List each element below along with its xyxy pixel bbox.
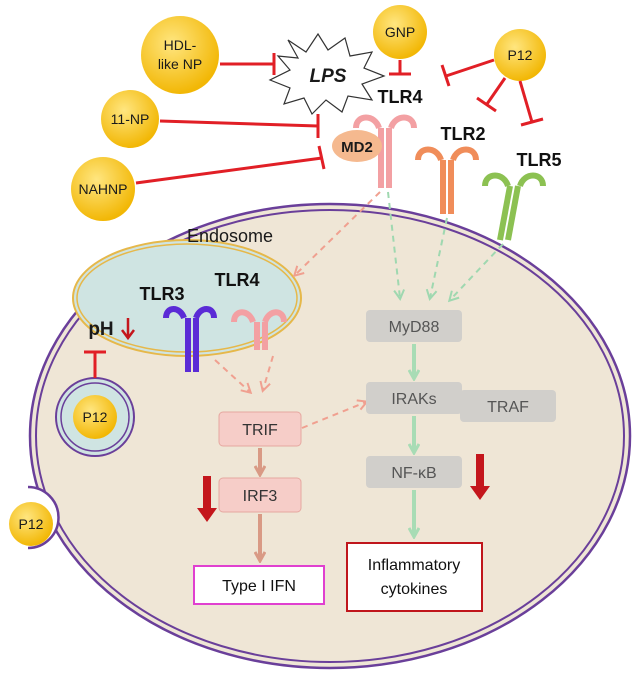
tlr3-label: TLR3 (140, 284, 185, 304)
nahnp-particle (71, 157, 135, 221)
arrow-tlr2-to-myd88 (430, 217, 448, 298)
iraks-label: IRAKs (391, 391, 436, 408)
arrow-tlr5-to-myd88 (450, 243, 504, 300)
trif-label: TRIF (242, 422, 278, 439)
tlr4-endosome-receptor (231, 309, 287, 350)
p12-membrane-label: P12 (19, 516, 44, 532)
p12-endosome-label: P12 (83, 409, 108, 425)
lps-label: LPS (310, 66, 347, 87)
hdl-np-label-line2: like NP (158, 56, 202, 72)
irf3-box (218, 477, 302, 513)
gnp-label: GNP (385, 24, 415, 40)
cytokines-box (346, 542, 483, 612)
endosome-label: Endosome (187, 226, 273, 246)
inhibit-nahnp-md2 (135, 145, 326, 185)
arrow-tlr3-to-trif (214, 359, 250, 392)
tlr2-receptor (415, 146, 479, 214)
nahnp-label: NAHNP (78, 181, 127, 197)
tlr4-surface-receptor (353, 114, 417, 188)
type1-ifn-label: Type I IFN (222, 578, 296, 595)
inhibit-p12-tlr4 (440, 58, 495, 87)
ph-label: pH (88, 319, 113, 340)
inhibit-gnp-tlr4 (389, 60, 411, 76)
np11-label: 11-NP (111, 111, 150, 127)
ph-down-arrow (121, 318, 135, 341)
tlr5-label: TLR5 (517, 150, 562, 170)
trif-box (218, 411, 302, 447)
tlr2-label: TLR2 (441, 124, 486, 144)
arrow-trif-to-iraks (301, 402, 366, 429)
tlr4-endosome-label: TLR4 (215, 270, 260, 290)
iraks-box (366, 382, 462, 414)
tlr4-surface-label: TLR4 (378, 87, 423, 107)
myd88-label: MyD88 (389, 319, 440, 336)
inhibit-p12-tlr2 (476, 77, 507, 113)
cytokines-label-line2: cytokines (381, 581, 448, 598)
md2-label: MD2 (341, 139, 373, 156)
myd88-box (366, 310, 462, 342)
tlr5-receptor (482, 172, 546, 241)
hdl-np-label-line1: HDL- (164, 37, 197, 53)
p12-top-particle (494, 29, 546, 81)
p12-endosome-particle (73, 395, 117, 439)
tlr3-receptor (163, 306, 217, 372)
p12-top-label: P12 (508, 47, 533, 63)
hdl-np-particle (141, 16, 219, 94)
gnp-particle (373, 5, 427, 59)
arrow-tlr4-to-myd88 (387, 191, 400, 298)
type1-ifn-box (193, 565, 325, 605)
md2-protein (332, 130, 382, 162)
arrow-tlr4e-to-trif (263, 355, 274, 390)
nfkb-label: NF-κB (391, 465, 436, 482)
traf-box (460, 390, 556, 422)
irf3-label: IRF3 (243, 488, 278, 505)
nfkb-decrease-arrow (470, 454, 490, 500)
irf3-decrease-arrow (197, 476, 217, 522)
cytokines-label-line1: Inflammatory (368, 557, 460, 574)
traf-label: TRAF (487, 399, 529, 416)
lps-starburst (268, 32, 386, 116)
arrow-tlr4-to-endosome (295, 191, 381, 275)
p12-membrane-particle (9, 502, 53, 546)
inhibit-hdl-lps (220, 53, 276, 75)
np11-particle (101, 90, 159, 148)
inhibit-11np-md2 (159, 114, 320, 138)
nfkb-box (366, 456, 462, 488)
inhibit-p12-tlr5 (518, 80, 544, 127)
cell-membrane-inner (35, 209, 625, 663)
